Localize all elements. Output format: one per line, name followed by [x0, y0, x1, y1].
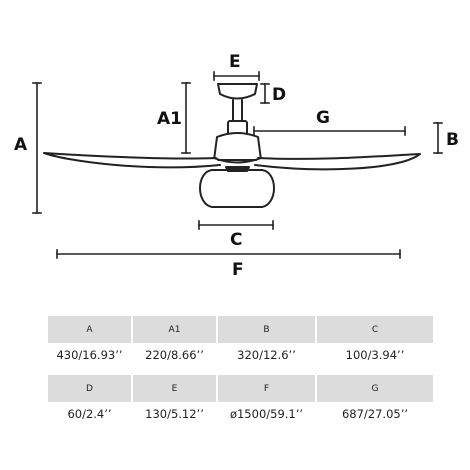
- spec-value-a: 430/16.93’’: [56, 348, 123, 362]
- spec-row-2: D 60/2.4’’ E 130/5.12’’ F ø1500/59.1’’ G…: [48, 375, 433, 426]
- spec-head-b: B: [218, 316, 315, 343]
- spec-cell-g: G 687/27.05’’: [317, 375, 433, 426]
- dim-label-c: C: [230, 230, 242, 250]
- spec-cell-f: F ø1500/59.1’’: [218, 375, 315, 426]
- fan-dimension-diagram: A A1 E D G B C F: [14, 52, 459, 280]
- spec-cell-a: A 430/16.93’’: [48, 316, 131, 367]
- spec-value-a1: 220/8.66’’: [145, 348, 204, 362]
- fan-canopy: [217, 83, 258, 100]
- spec-head-d: D: [48, 375, 131, 402]
- fan-blade-right: [254, 153, 421, 171]
- spec-head-a: A: [48, 316, 131, 343]
- spec-cell-c: C 100/3.94’’: [317, 316, 433, 367]
- fan-motor-housing: [213, 132, 262, 161]
- spec-cell-e: E 130/5.12’’: [133, 375, 216, 426]
- spec-head-e: E: [133, 375, 216, 402]
- spec-cell-a1: A1 220/8.66’’: [133, 316, 216, 367]
- dim-label-g: G: [316, 108, 330, 128]
- fan-light-globe: [199, 169, 275, 208]
- spec-head-g: G: [317, 375, 433, 402]
- dim-label-f: F: [232, 260, 244, 280]
- spec-head-f: F: [218, 375, 315, 402]
- dimension-spec-table: A 430/16.93’’ A1 220/8.66’’ B 320/12.6’’…: [48, 316, 433, 426]
- spec-head-a1: A1: [133, 316, 216, 343]
- dim-label-d: D: [272, 85, 286, 105]
- dim-label-b: B: [446, 130, 459, 150]
- spec-value-e: 130/5.12’’: [145, 407, 204, 421]
- spec-value-g: 687/27.05’’: [341, 407, 409, 421]
- dim-label-e: E: [229, 52, 241, 72]
- spec-row-1: A 430/16.93’’ A1 220/8.66’’ B 320/12.6’’…: [48, 316, 433, 367]
- spec-cell-b: B 320/12.6’’: [218, 316, 315, 367]
- spec-cell-d: D 60/2.4’’: [48, 375, 131, 426]
- spec-value-c: 100/3.94’’: [345, 348, 405, 362]
- spec-value-f: ø1500/59.1’’: [229, 407, 304, 421]
- spec-value-b: 320/12.6’’: [237, 348, 296, 362]
- fan-blade-left: [43, 152, 221, 169]
- fan-motor-body: [213, 157, 262, 164]
- dim-label-a1: A1: [157, 109, 182, 129]
- spec-value-d: 60/2.4’’: [67, 407, 112, 421]
- fan-light-cap: [225, 166, 250, 172]
- dim-label-a: A: [14, 135, 28, 155]
- spec-head-c: C: [317, 316, 433, 343]
